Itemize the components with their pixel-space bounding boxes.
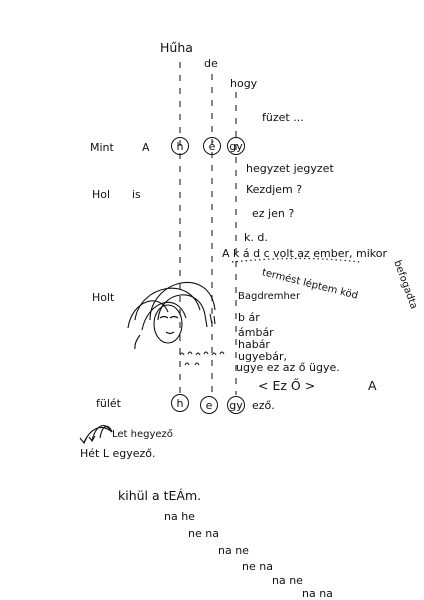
word-mint: Mint	[90, 141, 114, 154]
circled-gy-2: gy	[227, 396, 245, 414]
line-kd: k. d.	[244, 231, 268, 244]
line-ezjen: ez jen ?	[252, 207, 295, 220]
letter-a: A	[142, 141, 150, 154]
word-ezo: ező.	[252, 399, 275, 412]
word-huha: Hűha	[160, 40, 193, 55]
nana-line-1: na he	[164, 510, 195, 523]
line-hegyzet: hegyzet jegyzet	[246, 162, 334, 175]
wave-marks	[179, 351, 225, 366]
circled-e: é	[203, 137, 221, 155]
word-bagdremher: Bagdremher	[238, 291, 301, 302]
nana-line-2: ne na	[188, 527, 219, 540]
line-kezdjem: Kezdjem ?	[246, 183, 303, 196]
word-ugyebar: ugyebár,	[238, 350, 287, 363]
letter-a-right: A	[368, 378, 377, 393]
word-bar: b ár	[238, 311, 260, 324]
nana-line-6: na na	[302, 587, 333, 600]
word-holt: Holt	[92, 291, 115, 304]
word-is: is	[132, 188, 141, 201]
word-ambar: ámbár	[238, 326, 274, 339]
nana-line-3: na ne	[218, 544, 249, 557]
circled-gy: gy	[227, 137, 245, 155]
line-kadc: A k á d c volt az ember, mikor	[222, 247, 388, 260]
line-het: Hét L egyező.	[80, 447, 156, 460]
circled-h: h	[171, 137, 189, 155]
arrow-marks	[79, 425, 113, 445]
line-let: Let hegyező	[112, 429, 173, 440]
word-hogy: hogy	[230, 77, 258, 90]
dotted-line	[231, 257, 361, 263]
word-hol: Hol	[92, 188, 111, 201]
word-fuzet: füzet ...	[262, 111, 304, 124]
face-drawing	[127, 282, 216, 350]
line-ugye: ugye ez az ő ügye.	[236, 361, 340, 374]
circled-h-2: h	[171, 394, 189, 412]
bracket-ez-o: < Ez Ő >	[258, 378, 316, 393]
nana-line-4: ne na	[242, 560, 273, 573]
nana-line-5: na ne	[272, 574, 303, 587]
line-kihul: kihül a tEÁm.	[118, 488, 202, 503]
word-fulet: fülét	[96, 397, 121, 410]
word-habar: habár	[238, 338, 270, 351]
word-de: de	[204, 57, 218, 70]
circled-e-2: e	[200, 396, 218, 414]
